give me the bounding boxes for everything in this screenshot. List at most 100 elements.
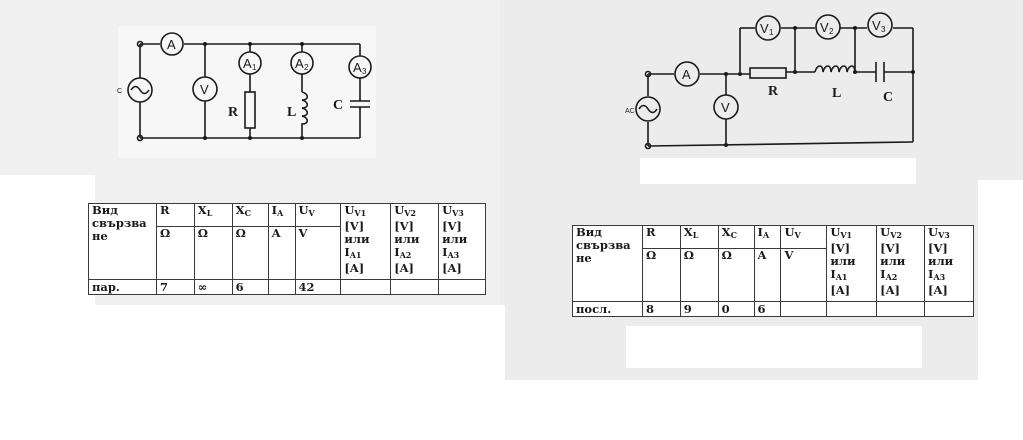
m3-i-sub: A3 bbox=[447, 250, 460, 260]
right-c-label: C bbox=[883, 90, 893, 105]
m1-unit-v: [V] bbox=[344, 219, 365, 233]
a3-label: A bbox=[353, 60, 362, 75]
m2-i: I bbox=[394, 245, 400, 259]
right-r-label: R bbox=[768, 84, 779, 99]
m3-u: U bbox=[928, 225, 939, 239]
m3-unit-v: [V] bbox=[442, 219, 462, 233]
left-ammeter-label: A bbox=[167, 37, 176, 52]
ia-value bbox=[267, 279, 296, 295]
m2-header: UV2 [V] или IA2 [A] bbox=[390, 203, 440, 280]
a1-label: A bbox=[243, 56, 252, 71]
m3-unit-a: [A] bbox=[928, 283, 948, 297]
m3-unit-a: [A] bbox=[442, 261, 462, 275]
m1-i-sub: A1 bbox=[835, 272, 848, 282]
v1-sub: 1 bbox=[769, 28, 774, 37]
m3-u-sub: V3 bbox=[452, 208, 464, 218]
conn-value: пар. bbox=[88, 279, 157, 295]
uv-header: UV bbox=[780, 225, 828, 249]
m2-u: U bbox=[394, 203, 405, 217]
xl-unit: Ω bbox=[679, 248, 719, 302]
conn-header-line1: Вид bbox=[92, 203, 118, 217]
xc-symbol: X bbox=[721, 225, 731, 239]
m1-u-sub: V1 bbox=[840, 230, 853, 240]
a2-sub: 2 bbox=[304, 63, 309, 72]
m2-unit-a: [A] bbox=[394, 261, 414, 275]
xc-unit: Ω bbox=[717, 248, 755, 302]
m3-value bbox=[438, 279, 486, 295]
v3-label: V bbox=[872, 18, 881, 33]
whiteout-right-edge bbox=[978, 180, 1023, 380]
uv-symbol: U bbox=[784, 225, 795, 239]
conn-header-line3: не bbox=[576, 251, 592, 265]
m3-u: U bbox=[442, 203, 453, 217]
xc-value: 6 bbox=[231, 279, 269, 295]
a2-label: A bbox=[295, 56, 304, 71]
v3-sub: 3 bbox=[881, 25, 886, 34]
xc-value: 0 bbox=[717, 301, 755, 317]
uv-unit: V bbox=[780, 248, 828, 302]
m3-i-sub: A3 bbox=[933, 272, 946, 282]
xl-sub: L bbox=[206, 208, 213, 218]
m1-i-sub: A1 bbox=[349, 250, 362, 260]
conn-header-line1: Вид bbox=[576, 225, 602, 239]
whiteout-right-bottom bbox=[626, 326, 922, 368]
conn-type-header: Вид свързва не bbox=[88, 203, 157, 280]
uv-unit: V bbox=[294, 226, 342, 280]
m3-header: UV3 [V] или IA3 [A] bbox=[924, 225, 974, 302]
r-unit: Ω bbox=[641, 248, 681, 302]
uv-sub: V bbox=[308, 208, 315, 218]
right-l-label: L bbox=[832, 86, 841, 101]
m1-i: I bbox=[830, 267, 836, 281]
whiteout-left-bottom bbox=[0, 305, 505, 440]
m2-value bbox=[876, 301, 926, 317]
m2-u: U bbox=[880, 225, 891, 239]
m1-u-sub: V1 bbox=[354, 208, 367, 218]
xl-value: 9 bbox=[679, 301, 719, 317]
m1-unit-v: [V] bbox=[830, 241, 851, 255]
left-r-label: R bbox=[228, 105, 239, 120]
xl-header: XL bbox=[679, 225, 719, 249]
ia-sub: A bbox=[276, 208, 284, 218]
m2-value bbox=[390, 279, 440, 295]
right-source-label: AC bbox=[625, 108, 635, 115]
m2-i: I bbox=[880, 267, 886, 281]
right-ammeter-label: A bbox=[682, 67, 691, 82]
uv-header: UV bbox=[294, 203, 342, 227]
m1-header: UV1 [V] или IA1 [A] bbox=[826, 225, 878, 302]
right-voltmeter-label: V bbox=[721, 100, 730, 115]
r-header: R bbox=[641, 225, 681, 249]
m1-value bbox=[826, 301, 878, 317]
m2-u-sub: V2 bbox=[890, 230, 902, 240]
m1-unit-a: [A] bbox=[344, 261, 365, 275]
conn-header-line2: свързва bbox=[576, 238, 631, 252]
m3-u-sub: V3 bbox=[938, 230, 950, 240]
r-value: 8 bbox=[641, 301, 681, 317]
ia-sub: A bbox=[762, 230, 770, 240]
conn-value: посл. bbox=[572, 301, 643, 317]
m1-or: или bbox=[344, 232, 370, 246]
m1-i: I bbox=[344, 245, 350, 259]
ia-unit: A bbox=[267, 226, 296, 280]
r-value: 7 bbox=[155, 279, 195, 295]
m1-value bbox=[340, 279, 392, 295]
m3-i: I bbox=[928, 267, 934, 281]
table-row: посл. 8 9 0 6 bbox=[572, 301, 974, 317]
v1-label: V bbox=[760, 21, 769, 36]
uv-sub: V bbox=[794, 230, 801, 240]
conn-type-header: Вид свързва не bbox=[572, 225, 643, 302]
xl-value: ∞ bbox=[193, 279, 233, 295]
series-table: Вид свързва не R XL XC IA UV UV1 [V] или… bbox=[572, 225, 974, 317]
m2-unit-a: [A] bbox=[880, 283, 900, 297]
m3-unit-v: [V] bbox=[928, 241, 948, 255]
uv-symbol: U bbox=[298, 203, 309, 217]
m2-i-sub: A2 bbox=[885, 272, 898, 282]
ia-unit: A bbox=[753, 248, 782, 302]
m2-header: UV2 [V] или IA2 [A] bbox=[876, 225, 926, 302]
m1-u: U bbox=[830, 225, 841, 239]
m1-u: U bbox=[344, 203, 355, 217]
m3-or: или bbox=[442, 232, 468, 246]
left-voltmeter-label: V bbox=[200, 82, 209, 97]
m1-unit-a: [A] bbox=[830, 283, 851, 297]
xl-sub: L bbox=[692, 230, 699, 240]
